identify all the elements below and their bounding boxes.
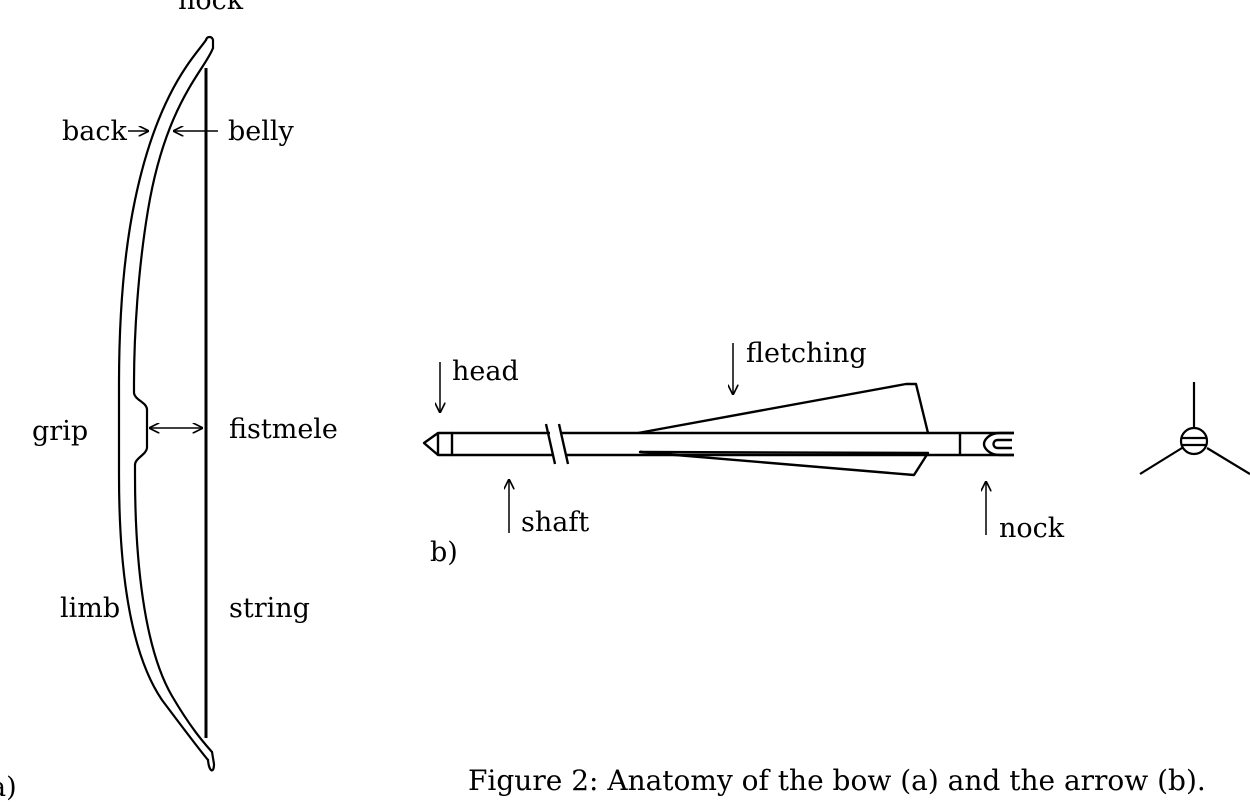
bow-fistmele-label: fistmele <box>229 414 338 445</box>
end-view-right-vane <box>1206 447 1250 475</box>
arrow-end-view <box>1139 382 1250 475</box>
bow-bottom-tip <box>206 750 216 772</box>
end-view-left-vane <box>1139 447 1183 475</box>
arrow-panel-label: b) <box>430 537 458 568</box>
bow-back-label: back <box>62 116 128 147</box>
shaft-break-mark-2 <box>557 423 570 465</box>
arrow-shaft-label: shaft <box>521 507 589 538</box>
lower-fletching-vane <box>638 450 930 477</box>
bow-belly-edge <box>132 46 215 754</box>
bow-nock-label: nock <box>178 0 244 16</box>
nock-notch <box>982 431 1014 457</box>
end-view-shaft-circle <box>1179 426 1209 456</box>
arrow-head-label: head <box>452 356 519 387</box>
figure-caption: Figure 2: Anatomy of the bow (a) and the… <box>468 764 1206 797</box>
arrow-nock-label: nock <box>999 513 1065 544</box>
bow-drawing <box>117 35 216 772</box>
bow-limb-label: limb <box>60 593 120 624</box>
upper-fletching-vane <box>637 382 930 435</box>
bow-panel-label: a) <box>0 772 17 802</box>
nock-notch-inner <box>992 438 1012 450</box>
arrow-fletching-label: fletching <box>746 338 867 369</box>
shaft-break-mark-1 <box>544 423 557 465</box>
bow-string-label: string <box>229 593 310 624</box>
arrow-drawing <box>422 382 1014 477</box>
bow-back-edge <box>117 38 210 762</box>
bow-belly-label: belly <box>228 116 295 147</box>
bow-top-tip <box>204 35 215 50</box>
bow-grip-label: grip <box>32 416 88 447</box>
arrow-head-shape <box>422 431 454 457</box>
